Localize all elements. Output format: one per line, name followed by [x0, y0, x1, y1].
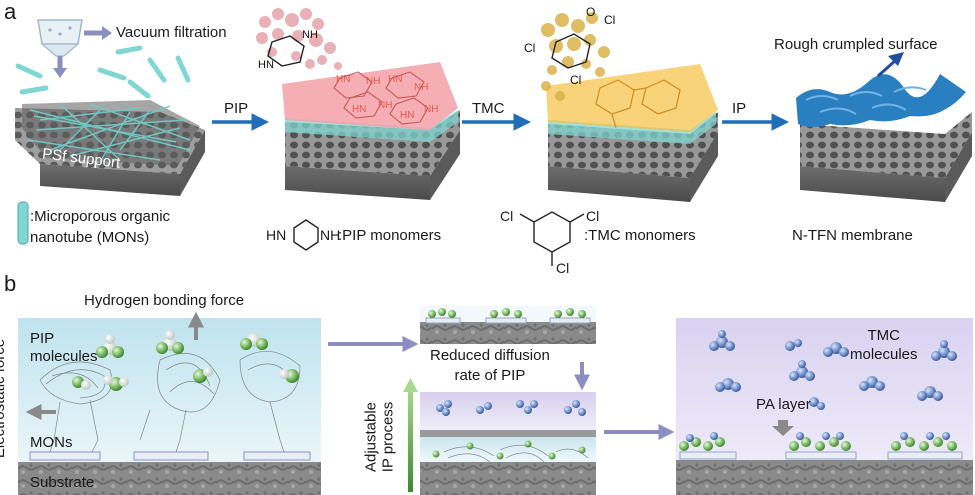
mons-label: MONs — [30, 434, 73, 451]
step-pip-label: PIP — [224, 100, 249, 117]
legend-pip-label: :PIP monomers — [338, 227, 442, 244]
svg-text:HN: HN — [388, 74, 402, 85]
pip-molecules-left — [72, 330, 299, 391]
pip-block: HN NH HN NH HN NH HN NH — [282, 62, 460, 200]
svg-text:HN: HN — [352, 104, 366, 115]
tmc-molecule-cloud: O Cl Cl Cl — [524, 5, 615, 101]
ntfn-membrane-block — [796, 52, 972, 202]
tmc-cloud-cl-3: Cl — [570, 73, 581, 87]
legend-mons-label: :Microporous organic nanotube (MONs) — [30, 208, 171, 246]
adjustable-arrow-bar — [408, 388, 413, 492]
panel-a-letter: a — [4, 0, 17, 24]
pip-cloud-hn: HN — [258, 59, 274, 71]
svg-text:HN: HN — [336, 74, 350, 85]
rough-surface-label: Rough crumpled surface — [774, 36, 938, 53]
tmc-cloud-cl-1b: Cl — [604, 13, 615, 27]
legend-membrane-label: N-TFN membrane — [792, 227, 913, 244]
substrate-label: Substrate — [30, 474, 95, 491]
pa-layer-clusters — [679, 432, 957, 451]
left-scene — [18, 311, 321, 495]
tmc-legend-structure — [519, 211, 585, 266]
svg-text:NH: NH — [378, 100, 392, 111]
right-scene — [676, 318, 973, 495]
pa-layer-arrow — [772, 420, 794, 436]
hydrogen-bonding-label: Hydrogen bonding force — [84, 292, 245, 309]
tmc-block — [546, 64, 718, 202]
pip-legend-structure — [293, 219, 319, 251]
vacuum-filtration-label: Vacuum filtration — [116, 24, 227, 41]
svg-text:HN: HN — [400, 110, 414, 121]
pip-cloud-nh: NH — [302, 29, 318, 41]
pip-molecule-cloud: NH HN — [256, 8, 342, 71]
pa-layer-label: PA layer — [756, 396, 811, 413]
legend-tmc-label: :TMC monomers — [584, 227, 696, 244]
mid-top-strip — [420, 306, 596, 344]
svg-text:NH: NH — [414, 82, 428, 93]
pip-molecules-label: PIP molecules — [30, 330, 98, 365]
tmc-rings — [595, 79, 681, 129]
tmc-molecules-label: TMC molecules — [850, 327, 918, 363]
vacuum-filter-icon — [37, 19, 112, 78]
legend-tmc-cl-3: Cl — [556, 260, 570, 276]
adjustable-arrow-head — [403, 378, 418, 392]
tmc-cloud-cl-1: O — [586, 5, 595, 19]
panel-b-letter: b — [4, 271, 17, 296]
floating-nanotubes — [15, 45, 191, 99]
legend-tmc-cl-1: Cl — [500, 208, 514, 224]
panel-b — [18, 306, 973, 495]
svg-text:NH: NH — [366, 76, 380, 87]
adjustable-ip-label: Adjustable IP process — [362, 401, 397, 473]
legend-tmc-cl-2: Cl — [586, 208, 600, 224]
mons-bundles — [39, 350, 301, 453]
psf-support-block — [15, 100, 205, 196]
step-ip-label: IP — [732, 100, 747, 117]
svg-text:NH: NH — [424, 104, 438, 115]
pip-rings — [333, 71, 429, 125]
pip-nh-labels: HN NH HN NH HN NH HN NH — [336, 74, 438, 121]
mid-bottom-scene — [420, 392, 596, 495]
reduced-diffusion-label: Reduced diffusion rate of PIP — [430, 347, 550, 384]
electrostatic-force-label: Electrostatic force — [0, 338, 9, 459]
tmc-molecules-right — [709, 330, 957, 410]
nanotube-legend-icon — [17, 201, 29, 245]
legend-pip-nh: NH — [320, 227, 341, 243]
legend-pip-hn: HN — [266, 227, 287, 243]
tmc-cloud-cl-2: Cl — [524, 41, 535, 55]
step-tmc-label: TMC — [472, 100, 505, 117]
